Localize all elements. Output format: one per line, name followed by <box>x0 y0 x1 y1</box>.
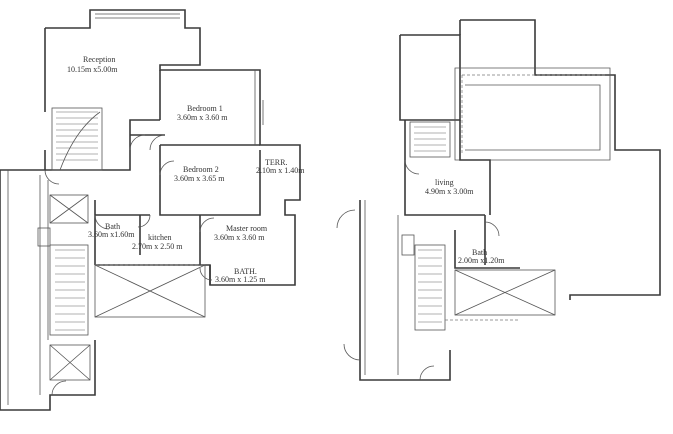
right-floor-plan <box>336 19 661 381</box>
room-master-size: 3.60m x 3.60 m <box>214 233 265 242</box>
room-bath-master: BATH. 3.60m x 1.25 m <box>215 267 266 284</box>
room-reception: Reception 10.15m x5.00m <box>67 55 118 74</box>
room-bedroom-1-size: 3.60m x 3.60 m <box>177 113 228 122</box>
room-bath: Bath 3.60m x1.60m <box>88 222 135 239</box>
room-bedroom-2-name: Bedroom 2 <box>183 165 219 174</box>
left-floor-plan <box>0 9 301 411</box>
room-bedroom-2: Bedroom 2 3.60m x 3.65 m <box>174 165 225 183</box>
room-bath-size: 3.60m x1.60m <box>88 230 135 239</box>
room-terrace-name: TERR. <box>265 158 287 167</box>
room-bath-right-size: 2.00m x1.20m <box>458 256 505 265</box>
room-master: Master room 3.60m x 3.60 m <box>214 224 268 242</box>
room-bath-right: Bath 2.00m x1.20m <box>458 248 505 265</box>
room-bath-right-name: Bath <box>472 248 487 257</box>
room-kitchen-size: 2.70m x 2.50 m <box>132 242 183 251</box>
room-living: living 4.90m x 3.00m <box>425 178 474 196</box>
room-master-name: Master room <box>226 224 268 233</box>
room-terrace: TERR. 2.10m x 1.40m <box>256 158 305 175</box>
room-reception-size: 10.15m x5.00m <box>67 65 118 74</box>
room-living-name: living <box>435 178 454 187</box>
room-living-size: 4.90m x 3.00m <box>425 187 474 196</box>
room-bedroom-1: Bedroom 1 3.60m x 3.60 m <box>177 104 228 122</box>
room-terrace-size: 2.10m x 1.40m <box>256 166 305 175</box>
room-bedroom-1-name: Bedroom 1 <box>187 104 223 113</box>
room-reception-name: Reception <box>83 55 115 64</box>
room-kitchen-name: kitchen <box>148 233 172 242</box>
room-bath-master-name: BATH. <box>234 267 257 276</box>
room-kitchen: kitchen 2.70m x 2.50 m <box>132 233 183 251</box>
room-bath-master-size: 3.60m x 1.25 m <box>215 275 266 284</box>
room-bath-name: Bath <box>105 222 120 231</box>
room-bedroom-2-size: 3.60m x 3.65 m <box>174 174 225 183</box>
